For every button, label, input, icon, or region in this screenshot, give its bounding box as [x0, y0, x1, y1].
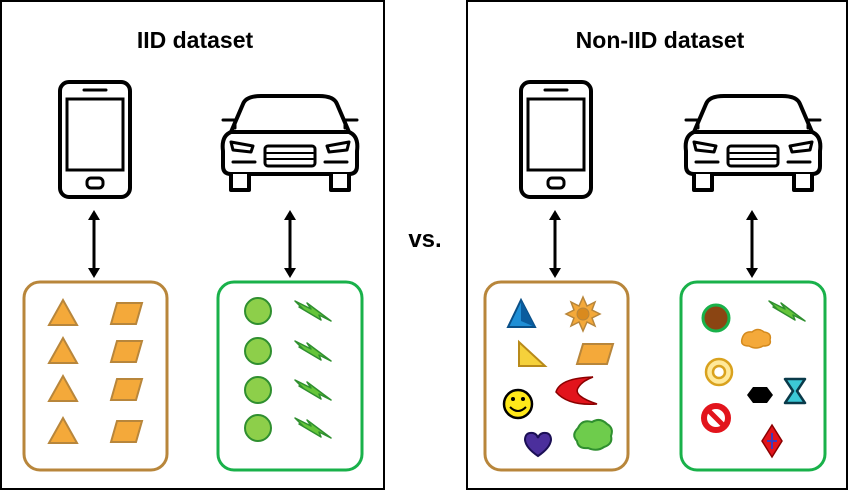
parallelogram-icon [575, 343, 615, 365]
phone-data-box [22, 280, 169, 472]
heart-icon [523, 431, 553, 458]
car-icon [220, 94, 360, 192]
non-iid-panel-title: Non-IID dataset [576, 27, 745, 53]
blue-triangle-icon [506, 297, 537, 328]
cloud-icon [573, 418, 613, 451]
right-triangle-icon [518, 339, 548, 367]
smartphone-icon [58, 80, 132, 199]
no-symbol-icon [701, 403, 731, 433]
parallelogram-icon [110, 302, 143, 325]
circle-icon [244, 337, 272, 365]
car-data-box [679, 280, 827, 472]
sun-icon [564, 295, 602, 333]
vs-label: vs. [408, 226, 441, 253]
smartphone-icon [519, 80, 593, 199]
ring-icon [704, 357, 734, 387]
car-data-box [216, 280, 364, 472]
parallelogram-icon [110, 378, 143, 401]
parallelogram-icon [110, 420, 143, 443]
brown-circle-icon [701, 303, 731, 333]
cloud-icon [740, 328, 772, 349]
smiley-icon [502, 388, 534, 420]
diamond-icon [761, 423, 783, 459]
circle-icon [244, 376, 272, 404]
hourglass-icon [783, 377, 807, 405]
crescent-moon-icon [555, 376, 598, 405]
circle-icon [244, 297, 272, 325]
circle-icon [244, 414, 272, 442]
iid-panel-title: IID dataset [137, 27, 254, 53]
hexagon-icon [747, 387, 773, 403]
car-icon [683, 94, 823, 192]
parallelogram-icon [110, 340, 143, 363]
